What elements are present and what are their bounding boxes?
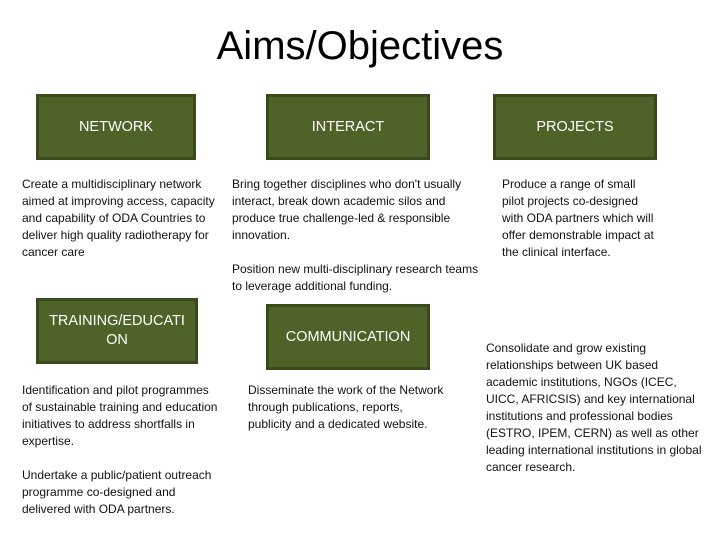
interact-box-label: INTERACT bbox=[311, 118, 385, 135]
training-box-label: TRAINING/EDUCATI ON bbox=[49, 313, 185, 348]
training-box: TRAINING/EDUCATI ON bbox=[36, 298, 198, 364]
communication-box-label: COMMUNICATION bbox=[285, 328, 411, 345]
projects-box: PROJECTS bbox=[493, 94, 657, 160]
consolidate-text: Consolidate and grow existing relationsh… bbox=[486, 341, 702, 474]
network-text: Create a multidisciplinary network aimed… bbox=[22, 177, 215, 259]
training-text-2: Undertake a public/patient outreach prog… bbox=[22, 468, 212, 516]
page-title: Aims/Objectives bbox=[216, 24, 504, 68]
consolidate-description: Consolidate and grow existing relationsh… bbox=[486, 340, 712, 476]
training-description: Identification and pilot programmes of s… bbox=[22, 382, 222, 518]
interact-box: INTERACT bbox=[266, 94, 430, 160]
communication-description: Disseminate the work of the Network thro… bbox=[248, 382, 448, 433]
interact-text-2: Position new multi-disciplinary research… bbox=[232, 262, 479, 293]
projects-box-label: PROJECTS bbox=[536, 118, 614, 135]
interact-text-1: Bring together disciplines who don't usu… bbox=[232, 177, 462, 242]
network-box: NETWORK bbox=[36, 94, 196, 160]
network-description: Create a multidisciplinary network aimed… bbox=[22, 176, 222, 261]
communication-box: COMMUNICATION bbox=[266, 304, 430, 370]
training-text-1: Identification and pilot programmes of s… bbox=[22, 383, 218, 448]
projects-text: Produce a range of small pilot projects … bbox=[502, 177, 654, 259]
interact-description: Bring together disciplines who don't usu… bbox=[232, 176, 484, 295]
communication-text: Disseminate the work of the Network thro… bbox=[248, 383, 444, 431]
projects-description: Produce a range of small pilot projects … bbox=[502, 176, 658, 261]
network-box-label: NETWORK bbox=[78, 118, 154, 135]
